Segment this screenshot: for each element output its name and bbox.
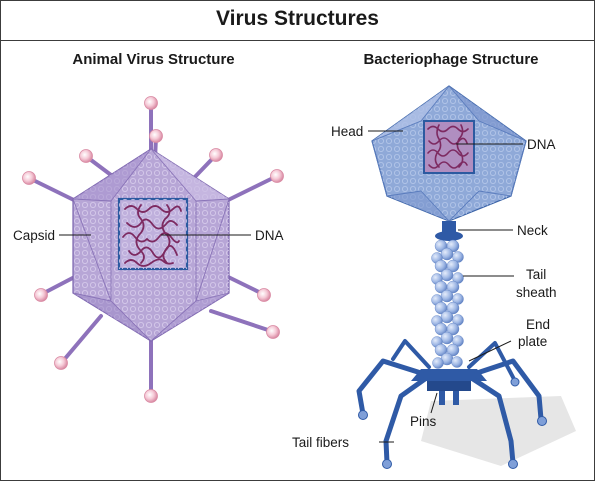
capsid-label: Capsid (13, 228, 55, 243)
spike (209, 309, 273, 333)
tail-sheath-label-line2: sheath (516, 285, 557, 300)
tail-fibers-label: Tail fibers (292, 435, 349, 450)
phage-dna-label: DNA (527, 137, 556, 152)
bacteriophage: Head DNA Neck Tail sheath End plate Pins… (292, 85, 576, 469)
end-plate-label-line2: plate (518, 334, 547, 349)
neck-label: Neck (517, 223, 548, 238)
animal-virus-heading: Animal Virus Structure (72, 51, 235, 68)
spike-tip (149, 129, 163, 143)
spike-tip (144, 96, 158, 110)
bacteriophage-heading: Bacteriophage Structure (363, 51, 539, 68)
tail-fiber (467, 341, 517, 383)
pins-label: Pins (410, 414, 437, 429)
tail-fibers (356, 339, 544, 466)
figure-title: Virus Structures (215, 7, 379, 30)
animal-dna-label: DNA (255, 228, 284, 243)
tail-fiber (391, 339, 431, 369)
head-label: Head (331, 124, 363, 139)
tail-fiber (383, 376, 428, 466)
phage-dna (427, 124, 469, 169)
phage-leaders (368, 130, 523, 443)
tail-sheath-label-line1: Tail (526, 267, 546, 282)
spike (61, 314, 103, 363)
spike-tip (22, 171, 36, 185)
phage-shadow (421, 396, 576, 466)
spike-tip (144, 389, 158, 403)
title-divider (1, 40, 594, 41)
end-plate (411, 369, 487, 405)
spike-tip (257, 288, 271, 302)
end-plate-label-line1: End (526, 317, 550, 332)
tail-fiber (474, 358, 544, 422)
spike-tip (34, 288, 48, 302)
fiber-tips (358, 377, 547, 469)
spike-tip (79, 149, 93, 163)
tail-sheath (431, 239, 464, 369)
spike-tip (54, 356, 68, 370)
tail-fiber (470, 376, 516, 466)
phage-head (371, 85, 527, 222)
spike-tips (22, 96, 284, 403)
tail-fiber (356, 358, 424, 417)
animal-virus: Capsid DNA (13, 96, 284, 403)
spike-tip (209, 148, 223, 162)
spike-tip (270, 169, 284, 183)
animal-dna (117, 197, 189, 271)
phage-neck (435, 221, 463, 241)
spike-tip (266, 325, 280, 339)
